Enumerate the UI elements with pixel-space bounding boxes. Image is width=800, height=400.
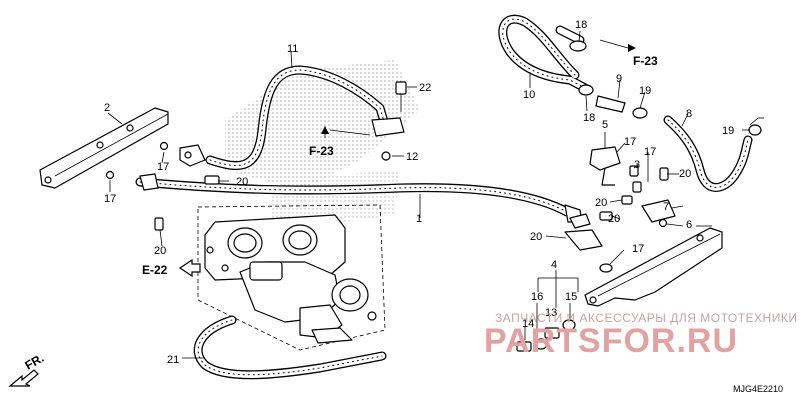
callout-17: 17 [104,193,116,205]
callout-11: 11 [287,43,298,55]
callout-12: 12 [406,151,418,163]
callout-10: 10 [523,89,535,101]
hose-1 [135,177,583,223]
callout-19: 19 [722,125,734,137]
callout-17: 17 [624,136,636,148]
callout-17: 17 [644,146,656,158]
callout-14: 14 [522,318,534,330]
callout-3: 3 [634,159,640,171]
ref-f23-mid: F-23 [309,144,334,158]
e22-arrow-icon [178,258,201,278]
callout-9: 9 [616,73,622,85]
callout-13: 13 [545,307,557,319]
fittings [105,40,762,352]
watermark-tagline: ЗАПЧАСТИ И АКСЕССУАРЫ ДЛЯ МОТОТЕХНИКИ [495,311,797,325]
callout-20: 20 [608,213,620,225]
callout-5: 5 [602,119,608,131]
callout-20: 20 [154,245,166,257]
hose-21 [193,315,387,380]
callout-20: 20 [595,197,607,209]
callout-18: 18 [583,112,595,124]
callout-1: 1 [416,213,422,225]
callout-20: 20 [679,168,691,180]
callout-16: 16 [531,291,543,303]
callout-20: 20 [530,231,542,243]
hose-11 [205,65,390,170]
diagram-code: MJG4E2210 [733,384,783,394]
leader-lines [107,30,750,359]
callout-7: 7 [663,201,669,213]
hose-8 [663,115,753,192]
reference-arrows [8,39,764,387]
fuel-rail-right [584,227,723,307]
ref-front: FR. [23,351,47,373]
throttle-body [204,214,377,344]
ref-f23-upper: F-23 [633,54,658,68]
front-arrow-icon [8,369,39,387]
hose-10 [498,14,590,93]
callout-17: 17 [157,161,169,173]
callout-19: 19 [639,85,651,97]
callout-21: 21 [167,354,179,366]
callout-17: 17 [632,243,644,255]
callout-15: 15 [565,291,577,303]
callout-2: 2 [104,102,110,114]
callout-20: 20 [236,176,248,188]
callout-18: 18 [575,19,587,31]
callout-labels: 1234567891011121314151617171717171818191… [104,19,734,366]
callout-22: 22 [419,82,431,94]
callout-6: 6 [686,219,692,231]
ref-e22: E-22 [142,263,168,277]
callout-8: 8 [686,108,692,120]
fuel-rail-left [39,107,169,189]
watermark-brand: PARTSFOR.RU [484,322,738,360]
callout-4: 4 [551,259,557,271]
shaded-area [225,60,420,225]
